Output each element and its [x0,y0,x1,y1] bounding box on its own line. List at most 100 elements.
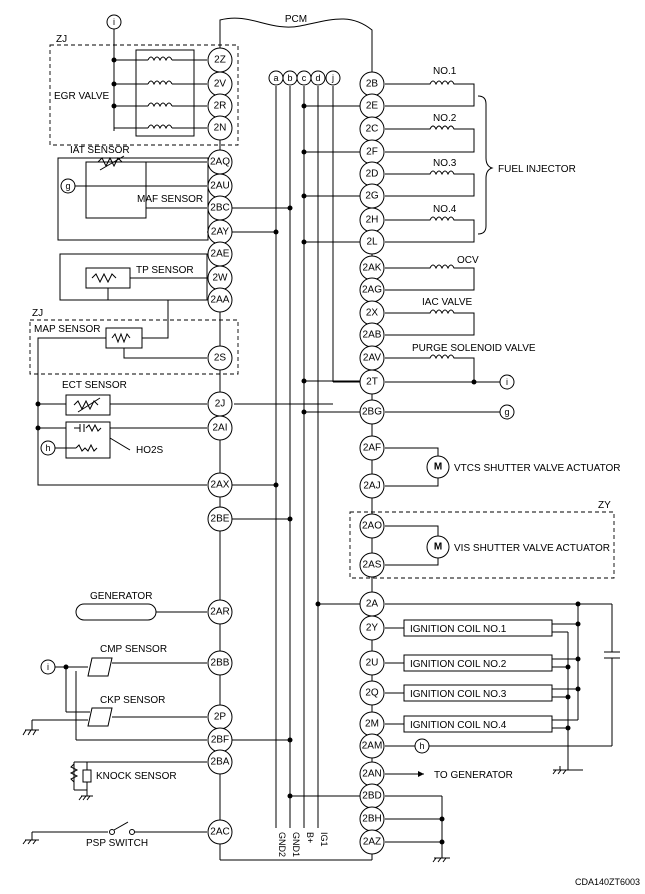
map-sensor-box [105,327,143,349]
right-pin-circle [359,399,385,425]
connector-g-right [499,404,515,420]
ground-group-right [385,795,450,863]
left-pin-circle [207,287,233,313]
right-pin-label: 2B [366,79,379,90]
psp-switch-label: PSP SWITCH [86,838,148,849]
right-pin-circle [359,435,385,461]
left-pin-circle [207,650,233,676]
ignition-coil-group: IGNITION COIL NO.1 IGNITION COIL NO.2 IG… [385,601,620,775]
ignition-coil-2-label: IGNITION COIL NO.2 [410,659,507,670]
left-pin-label: 2R [214,101,227,112]
right-pin-label: 2X [366,308,379,319]
right-pin-circle [359,369,385,395]
vtcs-actuator-group: M VTCS SHUTTER VALVE ACTUATOR [385,447,621,487]
ect-sensor-group: ECT SENSOR [35,380,333,416]
connector-i-right [499,374,515,390]
left-pin-label: 2AC [210,827,229,838]
left-pin-label: 2AY [211,227,229,238]
bus-label-gnd1: GND1 [291,832,301,857]
internal-buses: a b c d j GND2 GND1 B+ IG1 [268,70,341,857]
left-pin-circle [207,415,233,441]
left-pin-label: 2S [214,353,227,364]
right-pin-label: 2H [366,215,379,226]
left-pin-circle [207,345,233,371]
ckp-sensor-label: CKP SENSOR [100,695,165,706]
connector-g-right-label: g [504,407,509,417]
bus-letter-j: j [331,73,334,83]
knock-sensor-group: KNOCK SENSOR [69,761,207,801]
knock-sensor-label: KNOCK SENSOR [96,771,177,782]
left-pin-label: 2P [214,712,227,723]
connector-h-right [414,738,430,754]
iat-maf-sensor-group: IAT SENSOR MAF SENSOR g [57,145,209,241]
right-pin-label: 2E [366,101,379,112]
left-pin-circle [207,506,233,532]
left-pin-circle [207,599,233,625]
right-pin-label: 2A [366,599,379,610]
left-pin-label: 2N [214,123,227,134]
right-pin-circle [359,473,385,499]
connector-h-left-label: h [45,443,50,453]
cmp-sensor-symbol [87,657,113,677]
left-pin-label: 2AE [211,249,230,260]
ho2s-group: h HO2S [35,421,207,459]
right-pin-label: 2AS [363,560,382,571]
connector-h-right-label: h [419,741,424,751]
to-generator-group: TO GENERATOR [385,770,513,781]
right-pin-circle [359,229,385,255]
left-pin-label: 2W [213,273,229,284]
bus-letter-b: b [287,73,292,83]
ect-sensor-label: ECT SENSOR [62,380,127,391]
bus-circle-j [325,70,341,86]
connector-i-top [106,14,122,30]
vtcs-motor-letter: M [434,462,442,473]
left-pin-label: 2AU [210,181,229,192]
vis-motor-letter: M [434,542,442,553]
bus-label-ig1: IG1 [319,832,329,847]
right-pin-label: 2M [365,719,379,730]
left-pin-label: 2BE [211,514,230,525]
zj-region-label: ZJ [56,34,67,45]
right-pin-label: 2L [366,237,378,248]
map-sensor-label: MAP SENSOR [34,324,101,335]
right-pin-label: 2AF [363,443,381,454]
figure-code: CDA140ZT6003 [575,877,640,887]
right-pin-label: 2D [366,169,379,180]
bus-circle-d [310,70,326,86]
to-generator-label: TO GENERATOR [434,770,513,781]
tp-sensor-label: TP SENSOR [136,265,194,276]
zy-region-label: ZY [598,500,611,511]
injector-no2-label: NO.2 [433,113,457,124]
right-pin-label: 2BD [362,791,381,802]
generator-label: GENERATOR [90,591,152,602]
cmp-sensor-label: CMP SENSOR [100,644,167,655]
ignition-coil-1-label: IGNITION COIL NO.1 [410,624,507,635]
connector-i-left-label: i [47,662,49,672]
left-pin-label: 2BA [211,757,230,768]
right-pin-circle [359,615,385,641]
vis-label: VIS SHUTTER VALVE ACTUATOR [454,543,610,554]
right-pin-circle [359,513,385,539]
left-pin-label: 2AR [210,607,229,618]
left-pin-column: 2Z2V2R2N2AQ2AU2BC2AY2AE2W2AA2S2J2AI2AX2B… [207,47,233,845]
right-pin-label: 2Q [365,688,379,699]
fuel-injector-label: FUEL INJECTOR [498,164,576,175]
left-pin-label: 2J [215,399,226,410]
pcm-outline: PCM [219,14,373,861]
injector-no3-label: NO.3 [433,158,457,169]
right-pin-label: 2BG [362,407,382,418]
left-pin-label: 2V [214,79,227,90]
left-pin-label: 2BC [210,203,229,214]
iac-valve-label: IAC VALVE [422,297,473,308]
injector-no1-label: NO.1 [433,66,457,77]
purge-solenoid-group: PURGE SOLENOID VALVE i g [385,343,536,420]
egr-valve-group: ZJ EGR VALVE i [49,14,239,146]
right-pin-label: 2AM [362,741,383,752]
connector-i-right-label: i [506,377,508,387]
left-pin-label: 2AX [211,480,230,491]
ocv-label: OCV [457,255,479,266]
right-pin-label: 2AK [363,263,382,274]
right-pin-label: 2AN [362,769,381,780]
vtcs-motor-symbol [426,455,450,479]
